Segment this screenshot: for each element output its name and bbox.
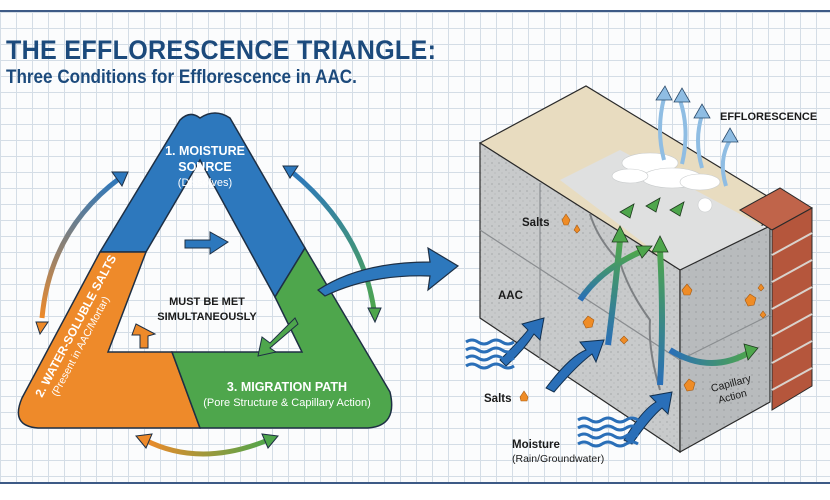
moisture-title-line1: 1. MOISTURE	[165, 144, 245, 158]
page-subtitle: Three Conditions for Efflorescence in AA…	[6, 67, 357, 88]
page-title: THE EFFLORESCENCE TRIANGLE:	[6, 35, 437, 65]
vapor-arrows	[658, 97, 732, 187]
inner-arrow-orange	[131, 323, 157, 349]
bottom-rule	[0, 482, 830, 484]
label-efflorescence: EFFLORESCENCE	[720, 111, 817, 123]
label-salts-top: Salts	[522, 217, 550, 229]
segment-moisture-source	[98, 112, 306, 299]
moisture-arrows	[499, 317, 673, 445]
brick-wall	[771, 207, 813, 411]
connector-arrow	[317, 246, 460, 297]
center-label-line1: MUST BE MET	[169, 296, 245, 308]
inner-arrow-green	[257, 317, 299, 357]
water-waves-left	[465, 338, 515, 370]
efflorescence-triangle	[17, 112, 393, 429]
migration-subtitle: (Pore Structure & Capillary Action)	[203, 397, 371, 409]
cycle-arrow-bottom	[135, 433, 279, 457]
inner-arrow-blue	[184, 231, 229, 255]
water-waves-bottom	[577, 416, 639, 448]
aac-block-illustration	[465, 85, 813, 454]
cycle-arrow-right	[282, 165, 382, 324]
moisture-subtitle: (Dissolves)	[178, 177, 232, 189]
migration-title: 3. MIGRATION PATH	[227, 380, 347, 394]
salt-crystals	[519, 213, 767, 402]
cycle-arrow-left	[35, 171, 129, 336]
moisture-title-line2: SOURCE	[178, 160, 231, 174]
segment-water-soluble-salts	[17, 251, 202, 429]
label-aac: AAC	[498, 290, 523, 302]
top-rule	[0, 10, 830, 12]
center-label-line2: SIMULTANEOUSLY	[157, 311, 257, 323]
label-moisture: Moisture	[512, 439, 560, 451]
capillary-arrows	[577, 239, 665, 386]
segment-migration-path	[170, 246, 393, 429]
label-moisture-sub: (Rain/Groundwater)	[512, 453, 604, 465]
label-salts-bottom: Salts	[484, 393, 512, 405]
block-side-face	[679, 225, 771, 454]
